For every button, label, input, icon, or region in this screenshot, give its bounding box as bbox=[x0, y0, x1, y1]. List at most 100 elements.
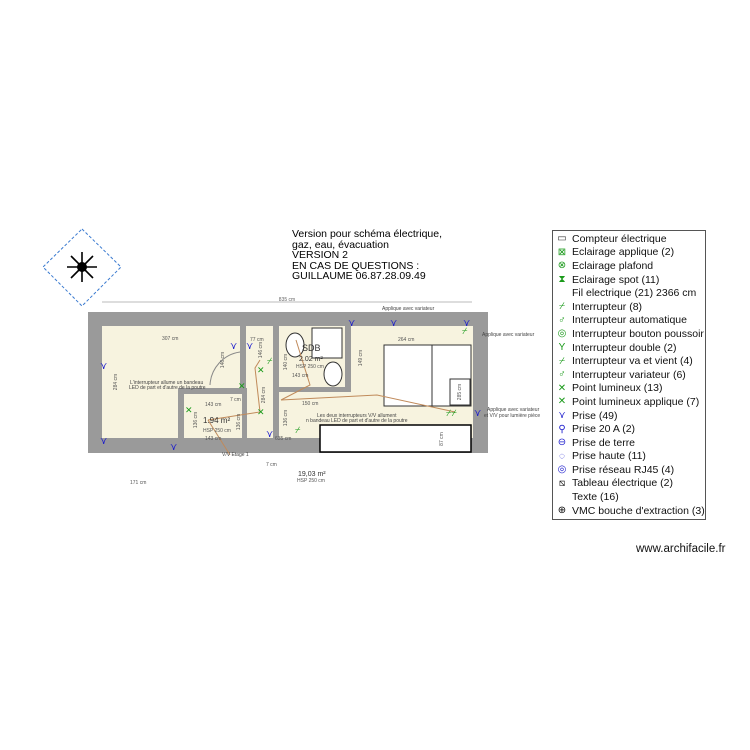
wall bbox=[178, 388, 184, 438]
legend-item: ♂Interrupteur variateur (6) bbox=[555, 368, 705, 382]
socket-20a-icon: ⚲ bbox=[558, 423, 566, 435]
legend-label: Prise réseau RJ45 (4) bbox=[572, 463, 675, 476]
svg-text:⋎: ⋎ bbox=[463, 318, 470, 329]
wall bbox=[242, 388, 247, 438]
title-line: VERSION 2 bbox=[292, 249, 349, 261]
svg-text:⋎: ⋎ bbox=[246, 341, 253, 352]
title-line: gaz, eau, évacuation bbox=[292, 238, 389, 251]
panel-icon: ⧅ bbox=[558, 477, 566, 489]
note: LED de part et d'autre de la poutre bbox=[129, 385, 206, 391]
door-swing bbox=[209, 351, 241, 386]
legend-item: ◎ Prise réseau RJ45 (4) bbox=[555, 463, 705, 477]
svg-text:✕: ✕ bbox=[257, 365, 265, 375]
electric-wires bbox=[207, 339, 456, 456]
legend-label: Eclairage plafond bbox=[572, 259, 654, 272]
legend-label: Point lumineux applique (7) bbox=[572, 395, 700, 408]
double-switch-icon: Y bbox=[558, 342, 566, 354]
legend-label: Interrupteur double (2) bbox=[572, 341, 677, 354]
dim-label: 77 cm bbox=[250, 337, 264, 343]
dim-label: 7 cm bbox=[266, 462, 277, 468]
wardrobe bbox=[319, 424, 472, 453]
legend-item: ▭ Compteur électrique bbox=[555, 232, 705, 246]
dim-label-vertical: 140 cm bbox=[283, 354, 289, 370]
sdb-name: SDB bbox=[302, 343, 321, 353]
legend-item: ◎Interrupteur bouton poussoir bbox=[555, 327, 705, 341]
dim-label-vertical: 87 cm bbox=[439, 432, 445, 446]
legend-label: Prise (49) bbox=[572, 409, 618, 422]
legend-item: ⊖Prise de terre bbox=[555, 436, 705, 450]
title-line: GUILLAUME 06.87.28.09.49 bbox=[292, 270, 426, 282]
title-line: EN CAS DE QUESTIONS : bbox=[292, 259, 420, 272]
note: L'interrupteur allume un bandeau bbox=[130, 380, 203, 386]
legend-item: ⧗Eclairage spot (11) bbox=[555, 273, 705, 287]
legend-item: ⌿Interrupteur va et vient (4) bbox=[555, 354, 705, 368]
dim-label-vertical: 284 cm bbox=[261, 387, 267, 403]
legend-label: VMC bouche d'extraction (3) bbox=[572, 504, 705, 517]
legend-label: Fil electrique (21) 2366 cm bbox=[572, 287, 697, 300]
legend-label: Prise haute (11) bbox=[572, 450, 646, 463]
wall-light-icon: ⊠ bbox=[557, 246, 567, 258]
legend-item: Texte (16) bbox=[555, 490, 705, 504]
svg-text:⌿: ⌿ bbox=[295, 425, 301, 435]
main-hsp: HSP 250 cm bbox=[297, 478, 325, 484]
dim-label-vertical: 149 cm bbox=[358, 350, 364, 366]
legend-label: Point lumineux (13) bbox=[572, 382, 663, 395]
svg-text:⋎: ⋎ bbox=[474, 408, 481, 419]
rj45-icon: ◎ bbox=[557, 464, 567, 476]
meter-icon: ▭ bbox=[557, 233, 567, 245]
legend-label: Interrupteur automatique bbox=[572, 314, 687, 327]
dim-label-vertical: 285 cm bbox=[457, 384, 463, 400]
dim-label: 7 cm bbox=[230, 397, 241, 403]
credit: www.archifacile.fr bbox=[636, 543, 726, 555]
legend-label: Interrupteur va et vient (4) bbox=[572, 355, 693, 368]
legend-item: Fil electrique (21) 2366 cm bbox=[555, 286, 705, 300]
switch-icon: ⌿ bbox=[559, 301, 565, 313]
note: Applique avec variateur bbox=[487, 407, 540, 413]
svg-text:⌿: ⌿ bbox=[267, 356, 273, 366]
dim-label-vertical: 146 cm bbox=[220, 352, 226, 368]
legend-item: ⊕ VMC bouche d'extraction (3) bbox=[555, 504, 705, 518]
wall-light-point-icon: ✕ bbox=[557, 396, 567, 408]
auto-switch-icon: ♂ bbox=[558, 314, 566, 326]
note: n bandeau LED de part et d'autre de la p… bbox=[306, 418, 408, 424]
svg-text:⌿⌿: ⌿⌿ bbox=[446, 408, 457, 418]
svg-text:⋎: ⋎ bbox=[348, 318, 355, 329]
legend-item: ◌Prise haute (11) bbox=[555, 450, 705, 464]
legend-label: Tableau électrique (2) bbox=[572, 477, 673, 490]
socket-icon: ⋎ bbox=[558, 410, 566, 422]
legend-item: ⚲Prise 20 A (2) bbox=[555, 422, 705, 436]
vmc-icon: ⊕ bbox=[557, 505, 567, 517]
note: V/V Etage 1 bbox=[222, 452, 249, 458]
legend-label: Compteur électrique bbox=[572, 232, 667, 245]
main-area: 19,03 m² bbox=[298, 471, 326, 478]
dim-label: 171 cm bbox=[130, 480, 146, 486]
plan-title: Version pour schéma électrique, gaz, eau… bbox=[292, 229, 442, 282]
svg-text:✕: ✕ bbox=[238, 381, 246, 391]
blank-icon bbox=[555, 491, 569, 503]
legend-label: Interrupteur variateur (6) bbox=[572, 368, 686, 381]
note: et V/V pour lumière pièce bbox=[484, 413, 540, 419]
dim-label: 635 cm bbox=[275, 436, 291, 442]
legend: ▭Compteur électrique⊠Eclairage applique … bbox=[552, 230, 706, 520]
dim-label-vertical: 136 cm bbox=[283, 410, 289, 426]
dim-total-width: 835 cm bbox=[279, 297, 295, 303]
svg-text:✕: ✕ bbox=[257, 407, 265, 417]
dim-label-vertical: 146 cm bbox=[258, 342, 264, 358]
dim-label-vertical: 136 cm bbox=[236, 414, 242, 430]
legend-item: ⧅ Tableau électrique (2) bbox=[555, 477, 705, 491]
title-line: Version pour schéma électrique, bbox=[292, 228, 442, 240]
ceiling-light-icon: ⊗ bbox=[557, 260, 567, 272]
dim-label: 264 cm bbox=[398, 337, 414, 343]
switches-lights: ✕✕✕✕ ⌿⌿⌿⌿⌿ bbox=[185, 326, 468, 435]
svg-text:⋎: ⋎ bbox=[170, 442, 177, 453]
wall bbox=[178, 388, 247, 394]
blank-icon bbox=[555, 287, 569, 299]
wall bbox=[273, 326, 279, 438]
legend-label: Interrupteur bouton poussoir bbox=[572, 327, 704, 340]
svg-text:⋎: ⋎ bbox=[266, 429, 273, 440]
small-room-area: 1.94 m² bbox=[203, 416, 230, 425]
legend-item: ⌿Interrupteur (8) bbox=[555, 300, 705, 314]
note: Applique avec variateur bbox=[482, 332, 535, 338]
legend-label: Texte (16) bbox=[572, 491, 619, 504]
dim-label: 143 cm bbox=[205, 436, 221, 442]
